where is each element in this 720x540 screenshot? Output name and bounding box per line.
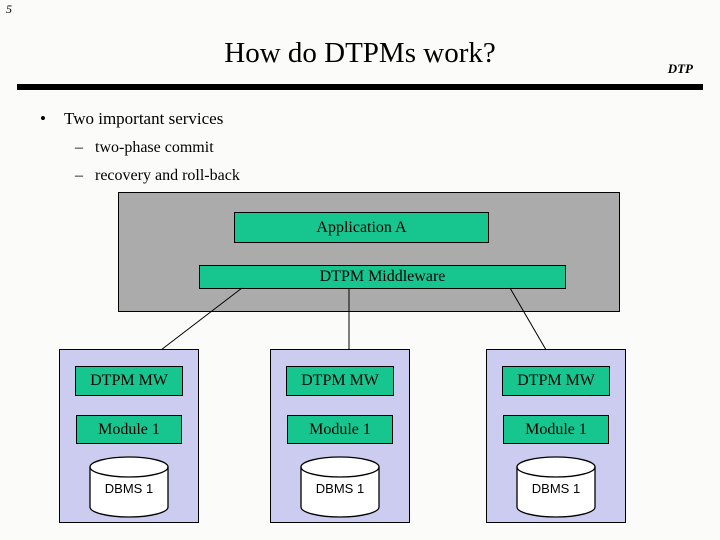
bullet-dot: • xyxy=(40,109,46,128)
cylinder-rim xyxy=(89,466,169,478)
dbms-label: DBMS 1 xyxy=(315,481,365,496)
slide-number: 5 xyxy=(6,2,12,16)
middleware-container-box: Application A DTPM Middleware xyxy=(118,192,620,312)
sub-bullet-two-phase-commit: –two-phase commit xyxy=(75,139,214,157)
dash-marker: – xyxy=(75,167,83,184)
resource-node-3: DTPM MW Module 1 DBMS 1 xyxy=(486,349,626,523)
module-box: Module 1 xyxy=(76,415,182,444)
dtpm-mw-box: DTPM MW xyxy=(502,366,610,396)
dbms-label: DBMS 1 xyxy=(531,481,581,496)
module-box: Module 1 xyxy=(503,415,609,444)
cylinder-body xyxy=(300,456,380,518)
corner-tag: DTP xyxy=(667,61,693,76)
module-box: Module 1 xyxy=(287,415,393,444)
slide-title: How do DTPMs work? xyxy=(224,37,496,69)
title-underline-rule xyxy=(17,84,703,90)
cylinder-rim xyxy=(516,466,596,478)
dbms-label: DBMS 1 xyxy=(104,481,154,496)
dash-marker: – xyxy=(75,139,83,156)
cylinder-body xyxy=(516,456,596,518)
application-a-box: Application A xyxy=(234,212,489,243)
sub-bullet-label: two-phase commit xyxy=(95,139,214,156)
dbms-cylinder: DBMS 1 xyxy=(89,456,169,518)
dbms-cylinder: DBMS 1 xyxy=(516,456,596,518)
sub-bullet-label: recovery and roll-back xyxy=(95,167,240,184)
sub-bullet-recovery-rollback: –recovery and roll-back xyxy=(75,167,240,185)
dtpm-mw-box: DTPM MW xyxy=(75,366,183,396)
dbms-cylinder: DBMS 1 xyxy=(300,456,380,518)
resource-node-2: DTPM MW Module 1 DBMS 1 xyxy=(270,349,410,523)
bullet-item-services: • Two important services xyxy=(40,109,223,129)
dtpm-mw-box: DTPM MW xyxy=(286,366,394,396)
cylinder-rim xyxy=(300,466,380,478)
bullet-item-label: Two important services xyxy=(64,109,224,128)
dtpm-middleware-box: DTPM Middleware xyxy=(199,265,566,289)
cylinder-body xyxy=(89,456,169,518)
resource-node-1: DTPM MW Module 1 DBMS 1 xyxy=(59,349,199,523)
